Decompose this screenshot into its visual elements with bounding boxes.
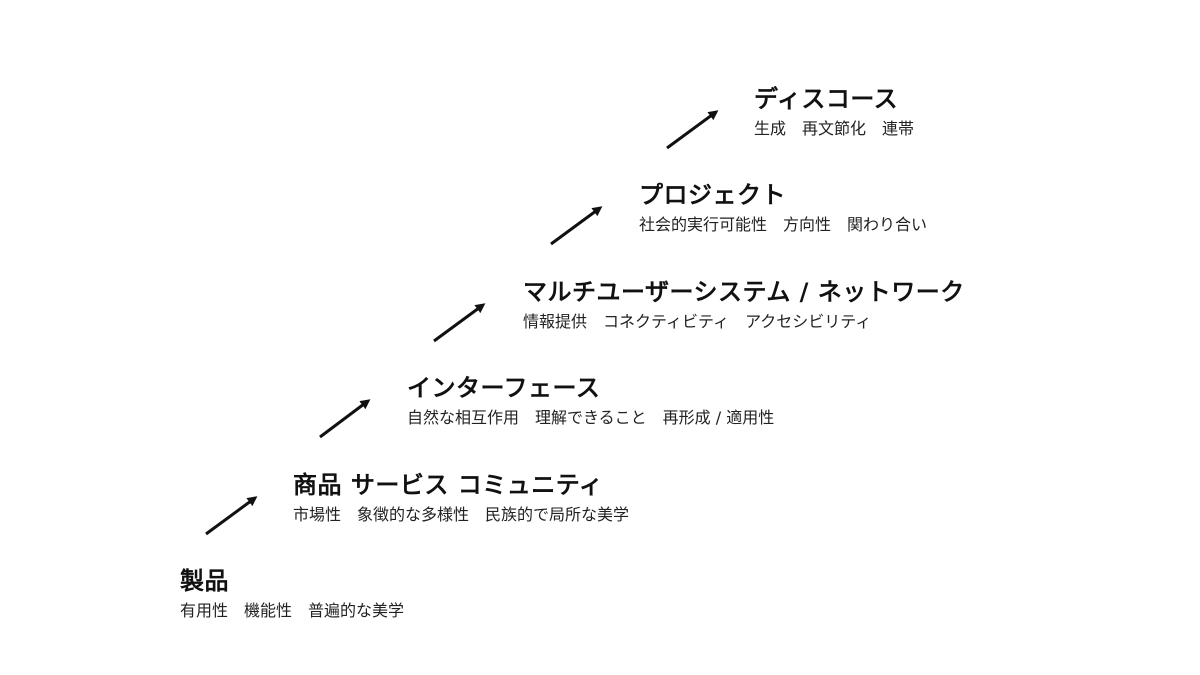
stage-title: インターフェース bbox=[407, 374, 601, 402]
stage-title: プロジェクト bbox=[639, 181, 786, 209]
stage-description: 社会的実行可能性 方向性 関わり合い bbox=[639, 215, 928, 234]
stage-description: 情報提供 コネクティビティ アクセシビリティ bbox=[523, 312, 872, 331]
arrow-3 bbox=[433, 303, 486, 343]
arrow-5 bbox=[666, 110, 719, 150]
stage-description: 生成 再文節化 連帯 bbox=[754, 119, 915, 138]
stage-title: 製品 bbox=[180, 567, 229, 595]
stage-interface: インターフェース 自然な相互作用 理解できること 再形成 / 適用性 bbox=[407, 373, 774, 429]
arrow-4 bbox=[550, 206, 603, 246]
stage-description: 自然な相互作用 理解できること 再形成 / 適用性 bbox=[407, 408, 775, 427]
stage-description: 有用性 機能性 普遍的な美学 bbox=[180, 601, 405, 620]
stage-discourse: ディスコース 生成 再文節化 連帯 bbox=[754, 84, 914, 140]
arrow-1 bbox=[205, 496, 258, 536]
stage-project: プロジェクト 社会的実行可能性 方向性 関わり合い bbox=[639, 180, 927, 236]
stage-description: 市場性 象徴的な多様性 民族的で局所な美学 bbox=[293, 505, 630, 524]
stage-multiuser-network: マルチユーザーシステム / ネットワーク 情報提供 コネクティビティ アクセシビ… bbox=[523, 277, 965, 333]
stage-product: 製品 有用性 機能性 普遍的な美学 bbox=[180, 566, 404, 622]
stage-title: マルチユーザーシステム / ネットワーク bbox=[523, 278, 965, 306]
stage-title: ディスコース bbox=[754, 85, 899, 113]
stage-goods-services-community: 商品 サービス コミュニティ 市場性 象徴的な多様性 民族的で局所な美学 bbox=[293, 470, 629, 526]
arrow-2 bbox=[319, 399, 371, 439]
stage-title: 商品 サービス コミュニティ bbox=[293, 471, 604, 499]
